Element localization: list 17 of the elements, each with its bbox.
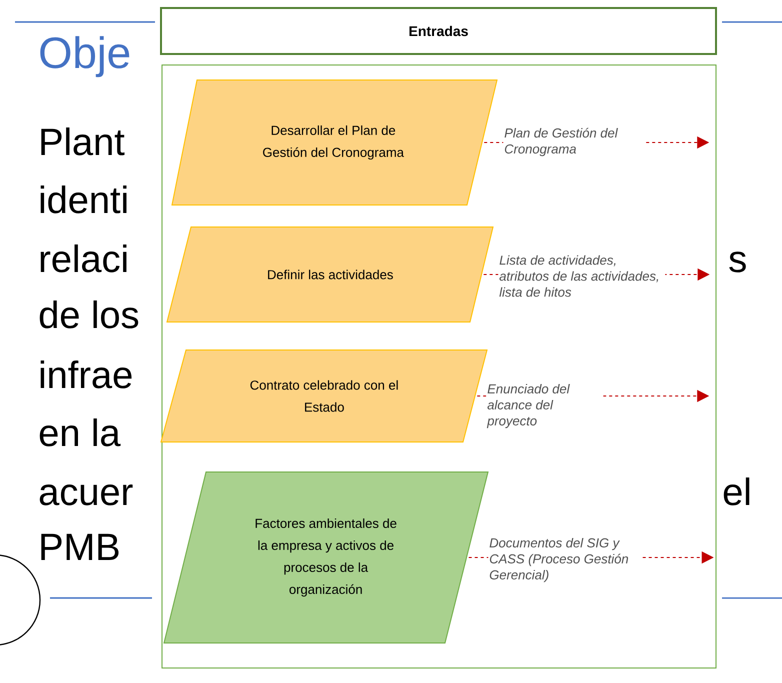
circle-badge [0,554,41,646]
slide-text: el [724,477,750,506]
slide-text: de los [40,300,138,328]
slide-text: infrae [40,360,132,388]
slide-text: en la [40,418,121,446]
slide-title: Obje [40,36,130,78]
edge-label: Documentos del SIG y CASS (Proceso Gestión Gerencial) [488,536,640,584]
slide-text: acuer [40,484,133,506]
slide-text: Plant [41,127,124,156]
header-box: Entradas [160,7,717,55]
slide-text: PMB [41,534,119,560]
slide-text: identi [40,185,126,214]
edge-label: Plan de Gestión del Cronograma [503,126,646,158]
edge-label: Lista de actividades, atributos de las actividades, lista de hitos [498,254,666,298]
slide-text: s [729,252,746,272]
slide-text: relaci [40,244,126,272]
edge-label: Enunciado del alcance del proyecto [486,382,604,430]
